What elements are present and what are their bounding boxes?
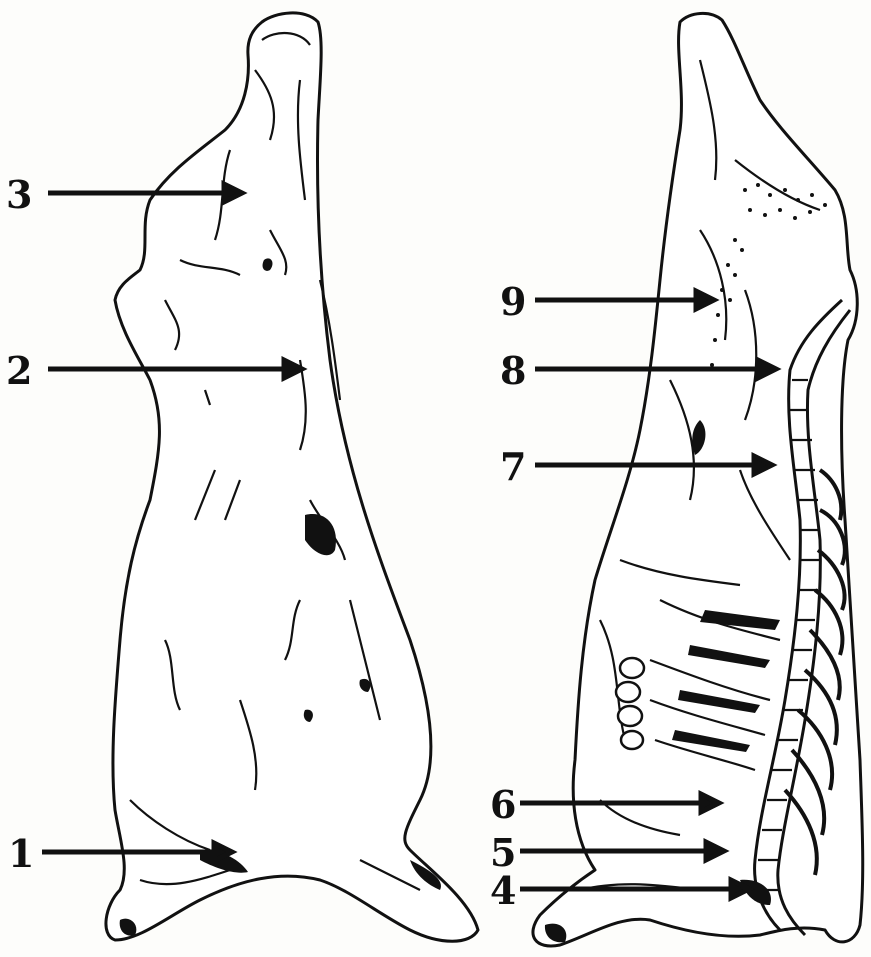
label-3: 3 (6, 176, 32, 214)
label-8: 8 (500, 352, 526, 390)
label-5: 5 (490, 834, 516, 872)
label-1: 1 (8, 835, 34, 873)
right-carcass-inner-view (533, 13, 863, 946)
label-7: 7 (500, 448, 526, 486)
label-6: 6 (490, 786, 516, 824)
label-9: 9 (500, 283, 526, 321)
label-4: 4 (490, 872, 516, 910)
left-carcass-outline (106, 13, 478, 941)
label-2: 2 (6, 352, 32, 390)
left-carcass-outer-view (106, 13, 478, 941)
